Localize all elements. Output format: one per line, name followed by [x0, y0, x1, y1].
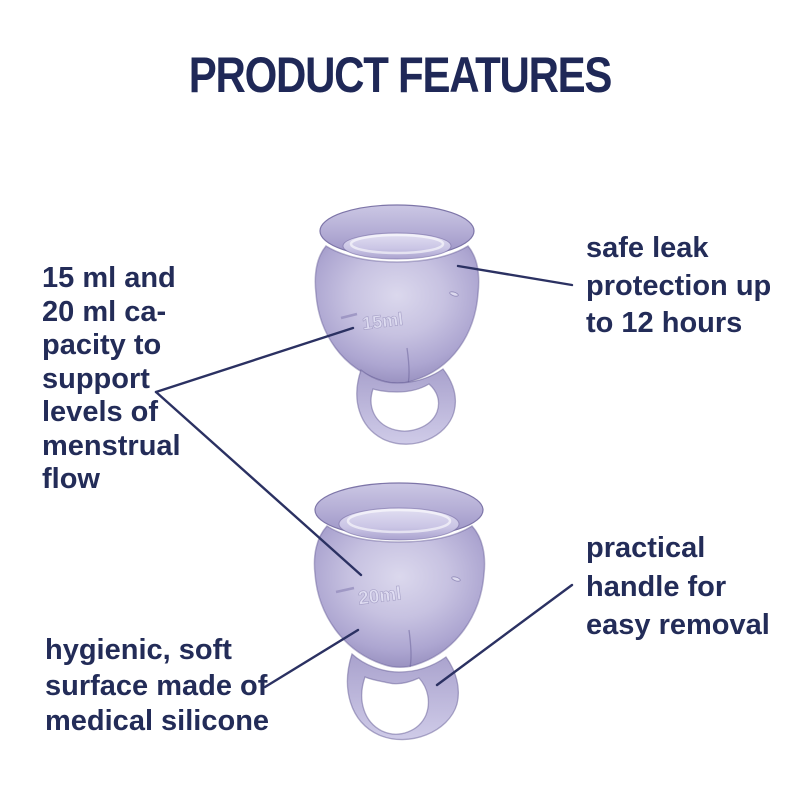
cup-bottom-opening	[338, 507, 460, 541]
annotation-handle-line: practical	[586, 532, 706, 564]
annotation-leak-protection: safe leak protection up to 12 hours	[586, 230, 771, 343]
connector-surface	[263, 628, 360, 689]
cup-top-measure-dash	[340, 312, 358, 320]
cup-top-seam	[406, 347, 410, 385]
annotation-leak-line: protection up	[586, 269, 772, 302]
annotation-capacity-line: 20 ml ca-	[42, 295, 167, 328]
connector-capacity-to-top-cup	[154, 326, 355, 394]
cup-bottom-seam	[408, 629, 412, 668]
annotation-capacity-line: 15 ml and	[42, 262, 176, 294]
connector-handle	[435, 583, 574, 687]
cup-bottom-capacity-marking: 20ml	[357, 583, 403, 609]
cup-top-handle	[356, 368, 457, 445]
cup-bottom-vent-hole	[451, 576, 461, 582]
annotation-capacity-line: levels of	[42, 396, 159, 428]
menstrual-cup-top: 15ml	[314, 204, 480, 445]
cup-bottom-handle	[346, 652, 460, 741]
cup-bottom-opening-highlight	[346, 508, 452, 534]
cup-bottom-measure-dash	[335, 586, 355, 594]
cup-top-vent-hole	[449, 291, 459, 297]
connector-leak-protection	[456, 264, 574, 287]
annotation-surface-line: medical silicone	[45, 705, 270, 737]
cup-top-opening	[342, 232, 452, 260]
annotation-leak-line: to 12 hours	[586, 307, 743, 339]
cup-top-body	[314, 245, 480, 384]
menstrual-cup-bottom: 20ml	[313, 482, 486, 741]
connector-capacity-to-bottom-cup	[154, 390, 363, 577]
annotation-surface-line: surface made of	[45, 669, 268, 702]
connector-lines	[154, 264, 574, 689]
annotation-capacity-line: support	[42, 362, 150, 395]
annotation-capacity-line: flow	[42, 463, 100, 495]
annotation-capacity-line: menstrual	[42, 429, 181, 462]
annotation-leak-line: safe leak	[586, 232, 709, 264]
cup-top-capacity-marking: 15ml	[361, 309, 404, 334]
cup-top-opening-highlight	[349, 233, 445, 255]
annotation-handle: practical handle for easy removal	[586, 529, 770, 645]
annotation-capacity: 15 ml and 20 ml ca- pacity to support le…	[42, 262, 181, 497]
annotation-surface-line: hygienic, soft	[45, 634, 232, 666]
page-title: PRODUCT FEATURES	[188, 47, 613, 103]
annotation-surface: hygienic, soft surface made of medical s…	[45, 633, 269, 740]
annotation-capacity-line: pacity to	[42, 329, 162, 361]
annotation-handle-line: easy removal	[586, 609, 770, 641]
annotation-handle-line: handle for	[586, 570, 727, 603]
